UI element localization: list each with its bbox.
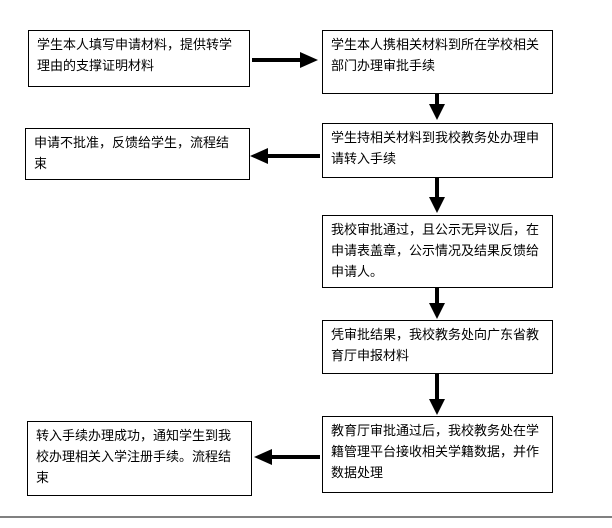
step-rejected: 申请不批准，反馈给学生，流程结束 xyxy=(25,128,250,180)
arrow-origin-school-to-registrar xyxy=(429,94,445,120)
step-apply-to-registrar: 学生持相关材料到我校教务处办理申请转入手续 xyxy=(322,123,553,178)
step-province-approval: 教育厅审批通过后，我校教务处在学籍管理平台接收相关学籍数据，并作数据处理 xyxy=(322,416,553,493)
step-student-application: 学生本人填写申请材料，提供转学理由的支撑证明材料 xyxy=(28,30,250,87)
arrow-application-to-origin-school xyxy=(252,52,318,68)
arrow-report-to-province-approval xyxy=(429,374,445,415)
arrow-province-approval-to-complete xyxy=(254,449,320,465)
step-school-approval: 我校审批通过，且公示无异议后，在申请表盖章，公示情况及结果反馈给申请人。 xyxy=(322,215,553,288)
step-report-to-province: 凭审批结果，我校教务处向广东省教育厅申报材料 xyxy=(322,320,553,374)
arrow-registrar-to-school-approval xyxy=(429,178,445,213)
step-transfer-complete: 转入手续办理成功，通知学生到我校办理相关入学注册手续。流程结束 xyxy=(27,421,252,496)
arrow-registrar-to-rejected xyxy=(250,148,320,164)
arrow-school-approval-to-report xyxy=(429,288,445,319)
step-submit-to-origin-school: 学生本人携相关材料到所在学校相关部门办理审批手续 xyxy=(322,30,553,94)
